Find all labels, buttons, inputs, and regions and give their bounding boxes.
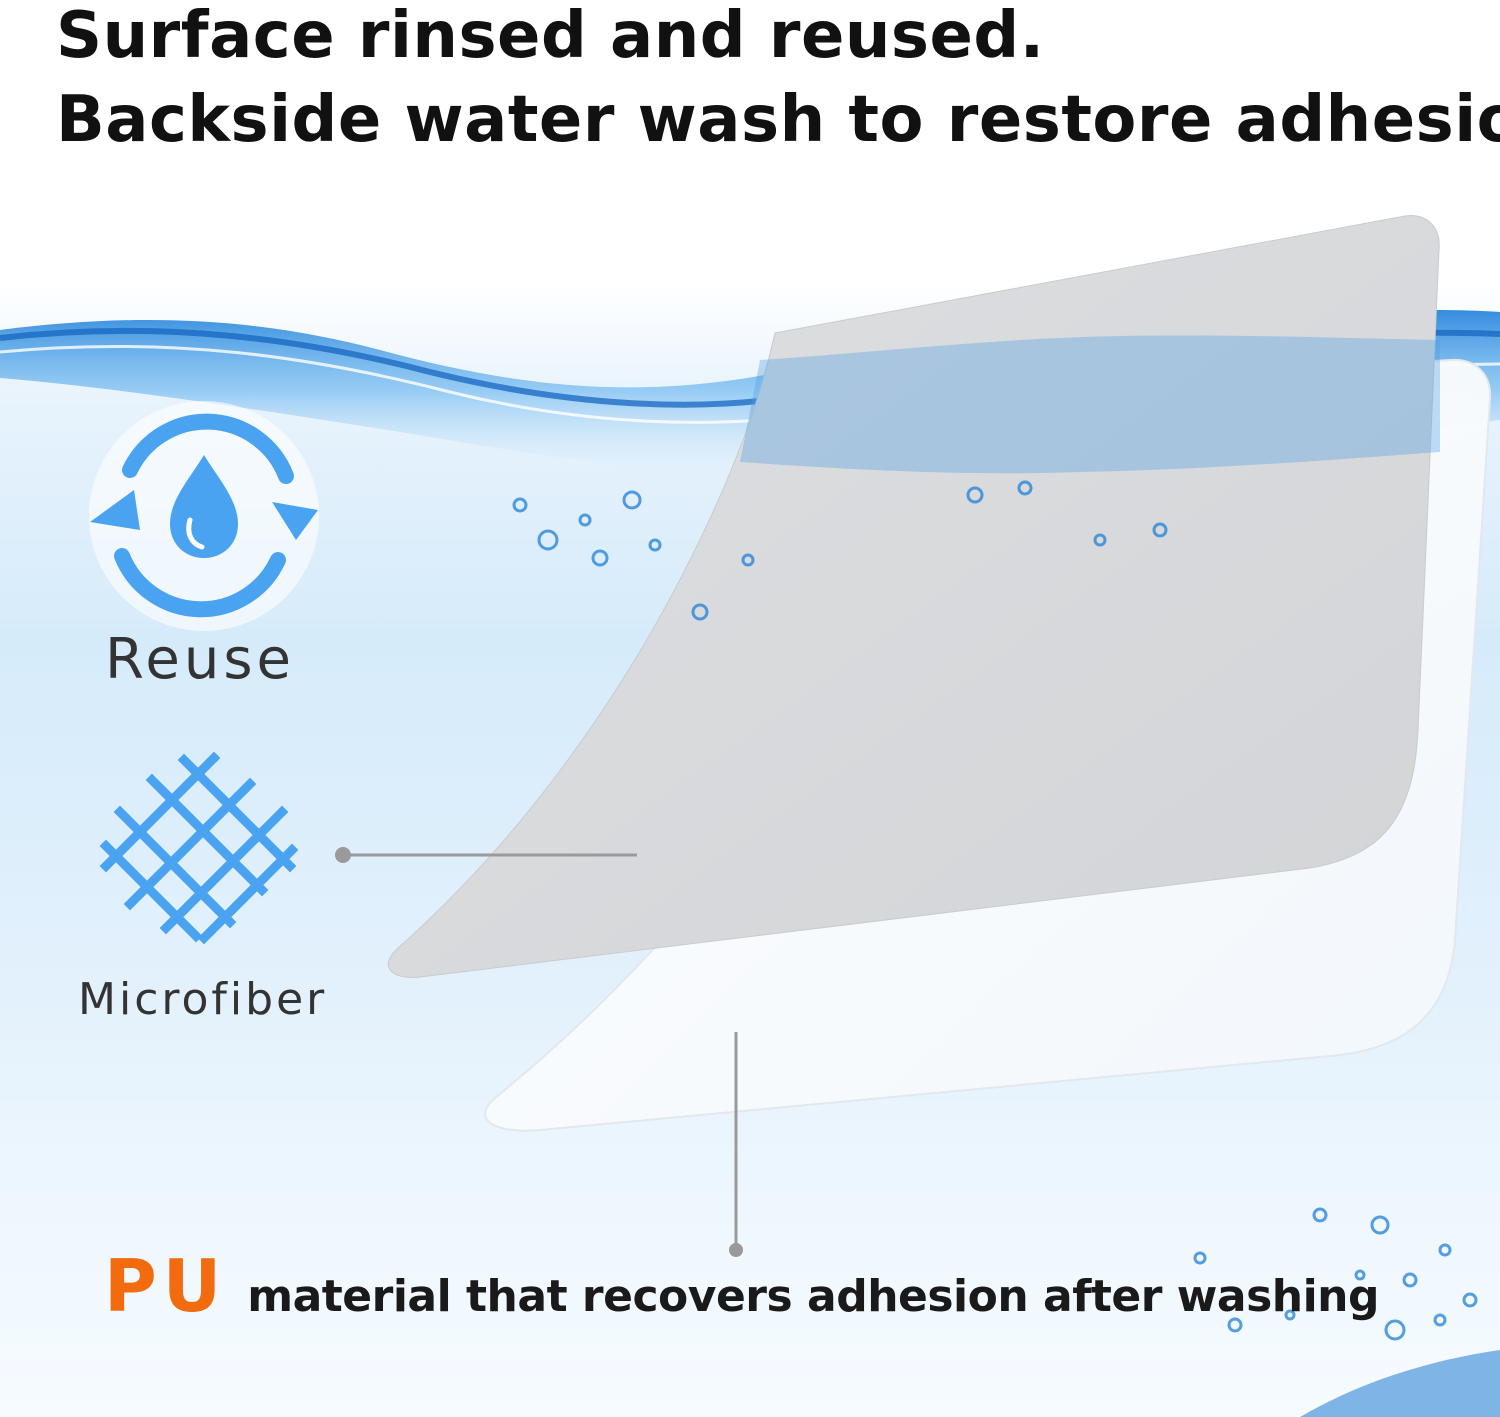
pu-description: material that recovers adhesion after wa… — [247, 1271, 1379, 1322]
headline-line-2: Backside water wash to restore adhesion — [56, 83, 1500, 157]
pu-badge: PU — [104, 1244, 228, 1328]
reuse-label: Reuse — [105, 627, 295, 692]
headline-line-1: Surface rinsed and reused. — [56, 0, 1045, 73]
mesh-weave-icon — [99, 751, 299, 945]
recycle-water-drop-icon — [89, 401, 319, 631]
water-splash-over-sheet — [740, 335, 1440, 474]
pu-caption: PU material that recovers adhesion after … — [104, 1244, 1379, 1328]
water-corner-wave — [1300, 1350, 1500, 1417]
microfiber-label: Microfiber — [78, 974, 328, 1025]
water-bubbles — [512, 480, 1478, 1341]
microfiber-callout-dot — [335, 847, 351, 863]
pu-callout-dot — [729, 1243, 743, 1257]
microfiber-sheet — [387, 215, 1440, 978]
